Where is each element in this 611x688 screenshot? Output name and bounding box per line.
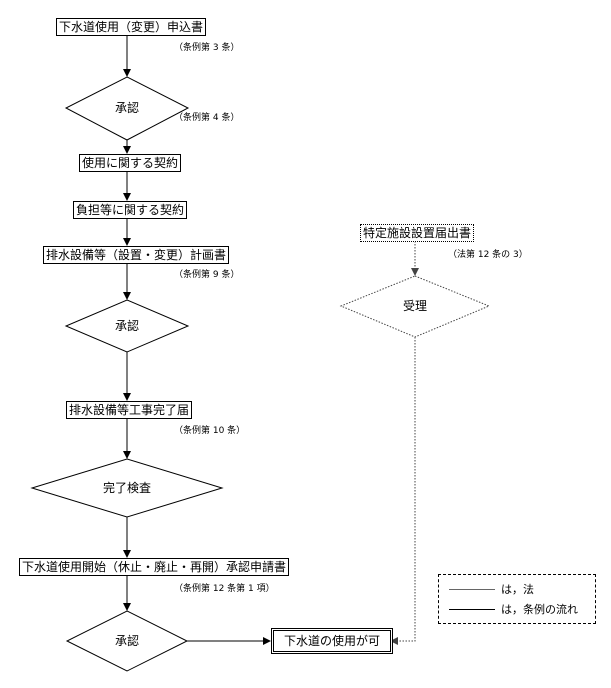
approval3-diamond	[65, 610, 189, 672]
legend-ordinance-text: は，条例の流れ	[501, 603, 578, 616]
approval1-label: 承認	[114, 101, 140, 115]
legend-law-line	[449, 589, 495, 590]
drainage-plan: 排水設備等（設置・変更）計画書	[43, 246, 230, 264]
use-contract: 使用に関する契約	[79, 154, 182, 172]
application-form: 下水道使用（変更）申込書	[56, 18, 207, 36]
note-article-3: （条例第 3 条）	[174, 43, 240, 53]
completion-report: 排水設備等工事完了届	[66, 401, 193, 419]
approval1-diamond	[64, 76, 190, 141]
legend-law-text: は，法	[501, 583, 534, 596]
inspection-diamond	[30, 458, 224, 518]
legend: は，法 は，条例の流れ	[438, 574, 596, 624]
legend-ordinance-line	[449, 609, 495, 610]
acceptance-label: 受理	[402, 299, 428, 313]
arrow-acceptance-to-usage	[390, 337, 416, 645]
burden-contract: 負担等に関する契約	[73, 201, 188, 219]
note-article-4: （条例第 4 条）	[174, 113, 240, 123]
approval3-label: 承認	[114, 634, 140, 648]
approval2-label: 承認	[114, 319, 140, 333]
specified-facility-form: 特定施設設置届出書	[360, 224, 475, 242]
start-request-form: 下水道使用開始（休止・廃止・再開）承認申請書	[19, 558, 290, 576]
note-article-12: （条例第 12 条第 1 項）	[174, 584, 275, 594]
approval2-diamond	[64, 299, 190, 353]
usage-allowed-box: 下水道の使用が可	[271, 628, 394, 654]
note-article-9: （条例第 9 条）	[174, 270, 240, 280]
note-law-12: （法第 12 条の 3）	[448, 250, 528, 260]
note-article-10: （条例第 10 条）	[174, 426, 246, 436]
acceptance-diamond	[339, 275, 491, 338]
inspection-label: 完了検査	[102, 481, 152, 495]
